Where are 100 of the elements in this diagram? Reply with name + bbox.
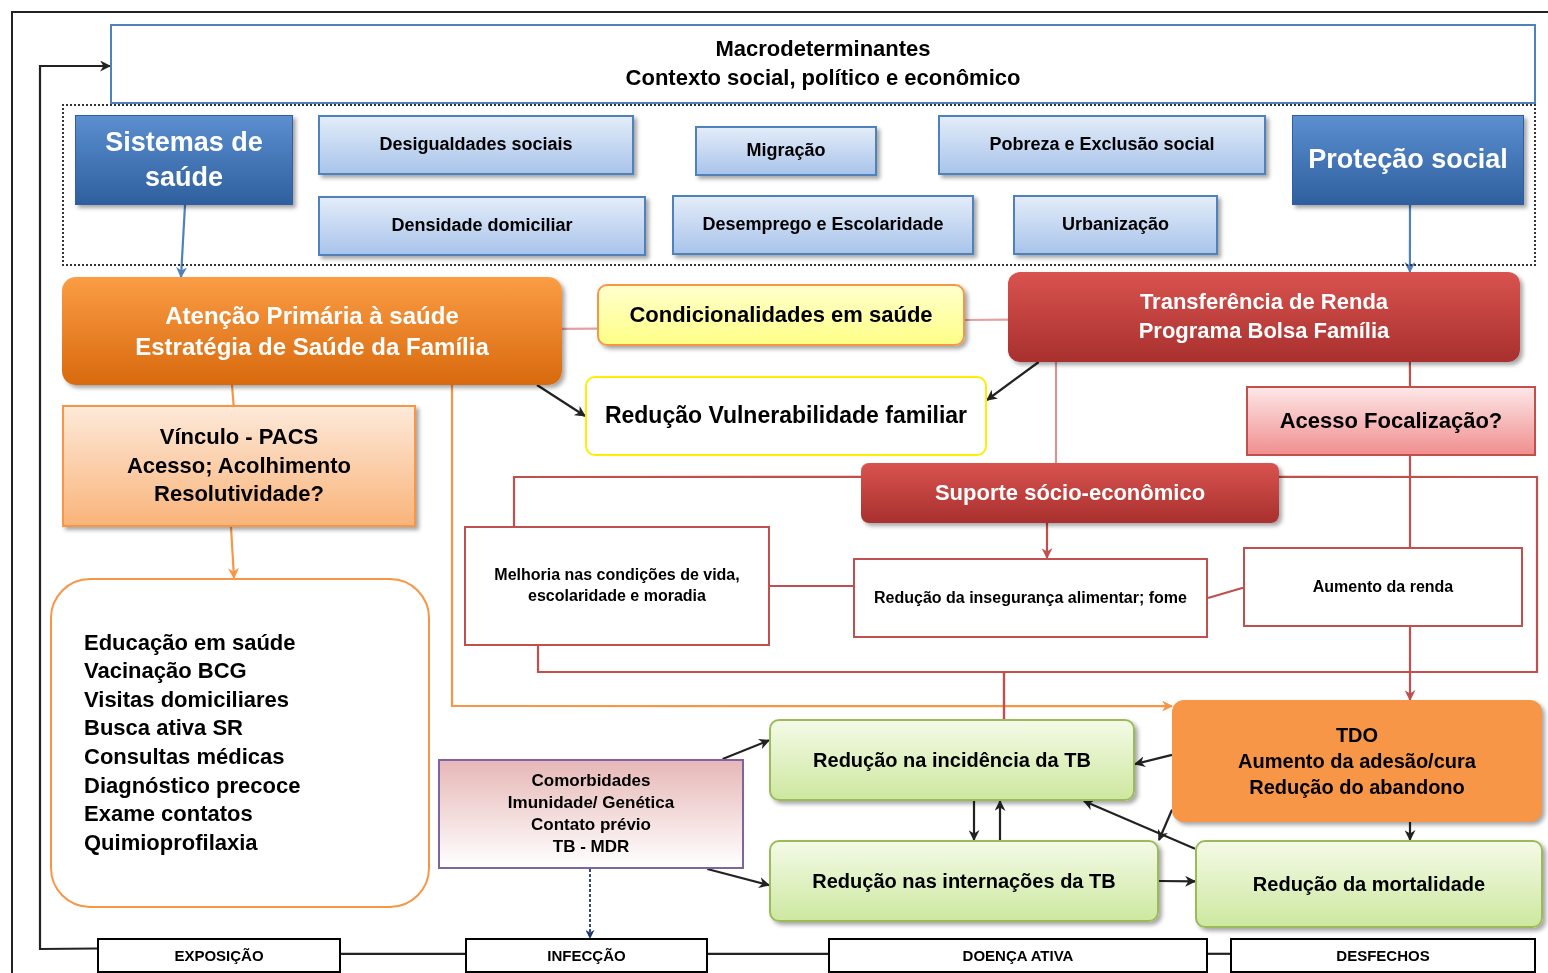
- outcome-box: [769, 719, 1135, 801]
- program-box: [62, 277, 562, 385]
- box-text: Contato prévio: [531, 814, 651, 836]
- connector-line: [341, 952, 465, 955]
- box-text: Exame contatos: [84, 800, 253, 829]
- box-text: Diagnóstico precoce: [84, 771, 301, 800]
- factor-box: [318, 196, 646, 256]
- box-text: TB - MDR: [552, 836, 630, 859]
- category-box: [1292, 115, 1524, 205]
- box-text: Imunidade/ Genética: [507, 791, 675, 814]
- risk-factor-box: [438, 759, 744, 869]
- box-text: Redução do abandono: [1249, 775, 1465, 800]
- box-text: Densidade domiciliar: [391, 214, 573, 238]
- box-text: Vacinação BCG: [84, 657, 247, 686]
- box-text: Contexto social, político e econômico: [625, 64, 1021, 92]
- program-box: [1008, 272, 1520, 362]
- arrow: [585, 868, 595, 939]
- box-text: Aumento da adesão/cura: [1238, 749, 1476, 774]
- arrow: [38, 60, 112, 951]
- arrow: [536, 384, 586, 417]
- arrow: [1157, 809, 1173, 841]
- box-text: Busca ativa SR: [84, 714, 243, 743]
- process-box: [1172, 700, 1542, 822]
- box-text: TDO: [1335, 723, 1379, 748]
- box-text: Macrodeterminantes: [715, 35, 931, 64]
- arrow: [1082, 799, 1196, 850]
- box-text: Estratégia de Saúde da Família: [135, 332, 489, 362]
- arrow: [707, 867, 771, 888]
- outcome-box: [1195, 840, 1543, 928]
- connector-line: [1408, 456, 1412, 547]
- dotted-panel: [62, 104, 1536, 266]
- connector-line: [1208, 952, 1230, 955]
- actions-box: [50, 578, 430, 908]
- box-text: INFECÇÃO: [547, 945, 626, 966]
- process-box: [861, 463, 1279, 523]
- box-text: Condicionalidades em saúde: [629, 300, 933, 329]
- connector-line: [770, 584, 853, 588]
- box-text: Aumento da renda: [1312, 576, 1454, 597]
- box-text: Programa Bolsa Família: [1138, 317, 1390, 345]
- arrow: [176, 204, 188, 279]
- box-text: Visitas domiciliares: [84, 685, 290, 714]
- arrow: [986, 361, 1040, 401]
- process-box: [62, 405, 416, 527]
- arrow: [450, 385, 1174, 712]
- connector-line: [965, 318, 1008, 322]
- box-text: Desemprego e Escolaridade: [702, 213, 944, 237]
- box-text: Quimioprofilaxia: [84, 828, 258, 857]
- box-text: Resolutividade?: [154, 480, 324, 509]
- box-text: Vínculo - PACS: [159, 423, 319, 452]
- arrow: [994, 799, 1006, 840]
- box-text: Acesso Focalização?: [1279, 406, 1503, 435]
- connector-line: [708, 952, 828, 955]
- process-box: [1246, 386, 1536, 456]
- box-text: Redução na incidência da TB: [813, 748, 1091, 773]
- arrow: [968, 801, 980, 842]
- phase-box: [97, 938, 341, 973]
- box-text: Suporte sócio-econômico: [934, 478, 1206, 507]
- connector-line: [512, 475, 861, 526]
- phase-box: [465, 938, 708, 973]
- box-text: Consultas médicas: [84, 743, 285, 771]
- outcome-box: [1243, 547, 1523, 627]
- box-text: Atenção Primária à saúde: [165, 300, 459, 331]
- box-text: EXPOSIÇÃO: [174, 945, 264, 966]
- arrow: [1041, 523, 1053, 560]
- box-text: Acesso; Acolhimento: [126, 451, 352, 480]
- outcome-box: [769, 840, 1159, 922]
- outcome-box: [853, 558, 1208, 638]
- factor-box: [695, 126, 877, 176]
- arrow: [1159, 875, 1197, 887]
- box-text: Redução nas internações da TB: [812, 869, 1116, 894]
- box-text: Educação em saúde: [84, 628, 296, 657]
- box-text: Migração: [746, 139, 826, 163]
- box-text: Redução da mortalidade: [1252, 872, 1486, 897]
- factor-box: [938, 115, 1266, 175]
- connector-line: [536, 646, 1006, 719]
- factor-box: [318, 115, 634, 175]
- box-text: Proteção social: [1308, 143, 1508, 177]
- box-text: Urbanização: [1061, 213, 1169, 237]
- arrow: [227, 526, 239, 580]
- process-box: [597, 284, 965, 346]
- category-box: [75, 115, 293, 205]
- box-text: Transferência de Renda: [1139, 288, 1389, 317]
- box-text: Comorbidades: [531, 769, 651, 792]
- factor-box: [1013, 195, 1218, 255]
- box-text: Melhoria nas condições de vida, escolaridade e moradia: [493, 565, 741, 606]
- connector-line: [1054, 362, 1058, 463]
- header-box: [110, 24, 1536, 104]
- factor-box: [672, 195, 974, 255]
- connector-line: [1207, 586, 1244, 600]
- phase-box: [1230, 938, 1536, 973]
- box-text: Pobreza e Exclusão social: [989, 133, 1215, 157]
- box-text: DOENÇA ATIVA: [962, 945, 1074, 966]
- arrow: [1404, 205, 1416, 274]
- phase-box: [828, 938, 1208, 973]
- connector-line: [562, 327, 597, 330]
- outcome-box: [464, 526, 770, 646]
- outcome-box: [585, 376, 987, 456]
- arrow: [1404, 627, 1416, 702]
- box-text: Sistemas de saúde: [104, 125, 264, 194]
- arrow: [1133, 753, 1173, 768]
